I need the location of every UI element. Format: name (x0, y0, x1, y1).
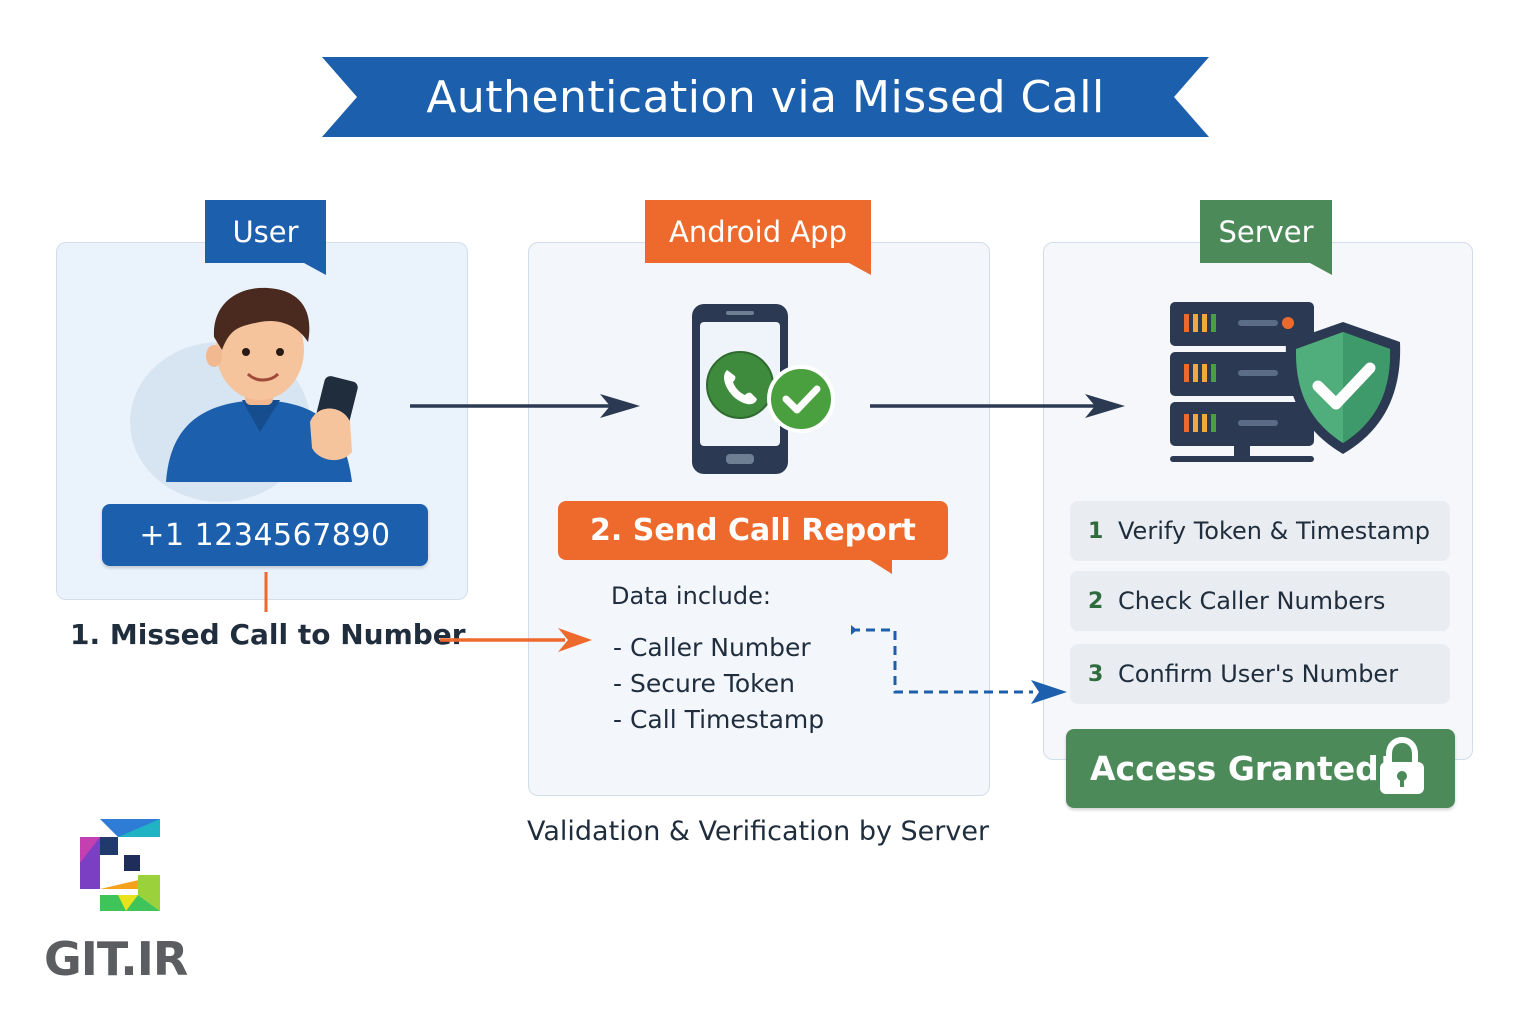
data-item-call-timestamp: - Call Timestamp (613, 705, 825, 734)
missed-call-arrow (440, 628, 592, 652)
user-tag-tail (304, 263, 326, 275)
step-number: 1 (1088, 518, 1104, 544)
app-to-server-arrow (870, 394, 1125, 418)
git-ir-logo-icon (80, 819, 160, 911)
send-call-report-tail (870, 560, 892, 574)
server-tag-tail (1310, 263, 1332, 275)
step-number: 3 (1088, 661, 1104, 687)
logo-text: GIT.IR (44, 932, 188, 986)
android-app-tag: Android App (645, 200, 871, 263)
step-label: Confirm User's Number (1118, 660, 1399, 688)
validation-caption: Validation & Verification by Server (527, 816, 990, 847)
data-item-caller-number: - Caller Number (613, 633, 811, 662)
title-ribbon (322, 57, 1209, 137)
server-step-check-caller: 2 Check Caller Numbers (1070, 571, 1450, 631)
step-label: Check Caller Numbers (1118, 587, 1386, 615)
missed-call-step-label: 1. Missed Call to Number (70, 618, 466, 651)
missed-call-connector (264, 572, 268, 612)
page-title: Authentication via Missed Call (426, 71, 1105, 123)
server-tag: Server (1200, 200, 1332, 263)
shield-check-icon (1285, 322, 1401, 454)
user-to-app-arrow (410, 394, 640, 418)
android-app-tag-tail (849, 263, 871, 275)
padlock-icon (1380, 736, 1424, 794)
data-include-label: Data include: (611, 582, 771, 610)
phone-call-icon (706, 351, 774, 419)
send-call-report-box: 2. Send Call Report (558, 501, 948, 560)
phone-number-box: +1 1234567890 (102, 504, 428, 566)
check-circle-icon (767, 365, 835, 433)
server-step-verify-token: 1 Verify Token & Timestamp (1070, 501, 1450, 561)
server-rack-icon (1170, 302, 1314, 462)
server-step-confirm-number: 3 Confirm User's Number (1070, 644, 1450, 704)
user-illustration (130, 287, 358, 502)
step-label: Verify Token & Timestamp (1118, 517, 1430, 545)
report-to-server-arrow (851, 625, 1067, 704)
access-granted-label: Access Granted! (1090, 749, 1394, 788)
data-item-secure-token: - Secure Token (613, 669, 795, 698)
user-tag: User (205, 200, 326, 263)
step-number: 2 (1088, 588, 1104, 614)
